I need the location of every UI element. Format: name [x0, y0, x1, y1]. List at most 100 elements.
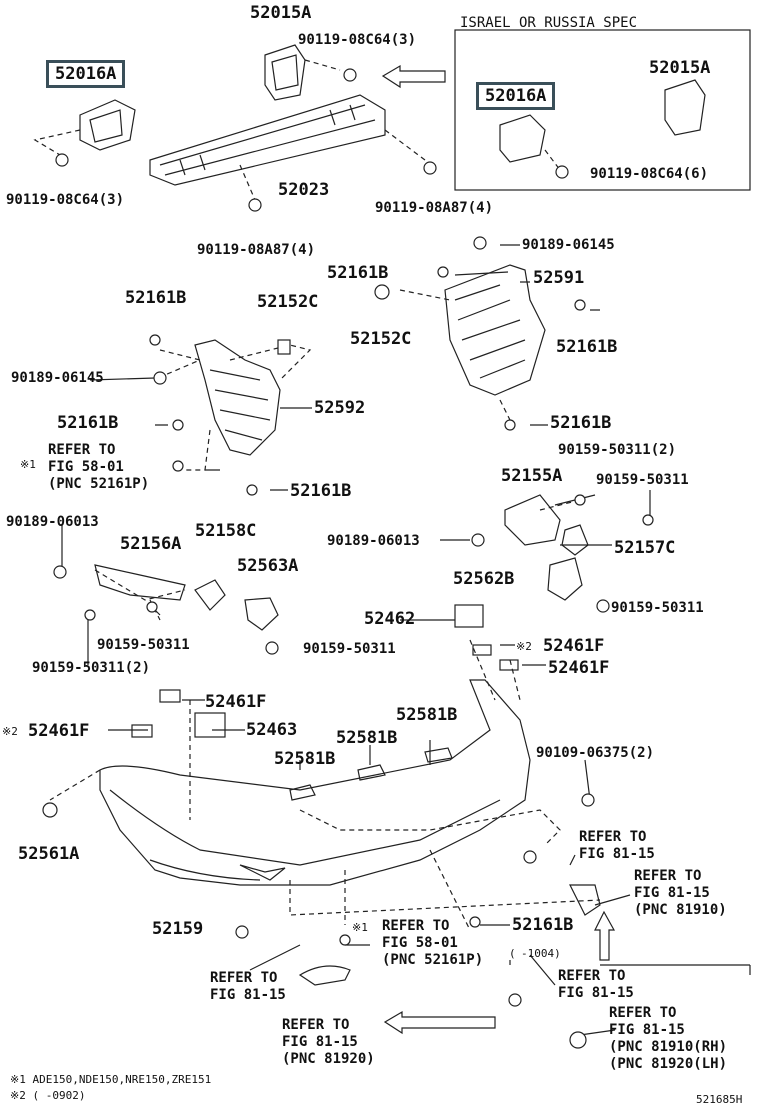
part-52561A: 52561A — [18, 844, 80, 864]
part-90119-08A87-4-right: 90119-08A87(4) — [375, 200, 494, 216]
pad-52463 — [194, 712, 226, 738]
fastener-icon — [555, 165, 569, 179]
clip-icon — [172, 460, 184, 472]
part-90119-08C64-3-left: 90119-08C64(3) — [6, 192, 125, 208]
part-52461F-a: 52461F — [205, 692, 267, 712]
lamp-81910 — [569, 884, 601, 916]
fastener-icon — [248, 198, 262, 212]
support-52157C — [561, 524, 589, 556]
part-52581B-c: 52581B — [396, 705, 458, 725]
note-refer-81-15-c: REFER TO FIG 81-15 — [210, 970, 286, 1003]
arrow-up-icon — [594, 910, 616, 961]
pad-52462 — [454, 604, 484, 628]
spec-box-title: ISRAEL OR RUSSIA SPEC — [460, 15, 638, 31]
support-52156A — [94, 564, 186, 601]
part-52461F-b: 52461F — [543, 636, 605, 656]
bracket-52015A — [264, 44, 306, 101]
pad-52461F-a — [159, 689, 181, 703]
part-52152C-right: 52152C — [350, 329, 412, 349]
part-52159: 52159 — [152, 919, 204, 939]
part-52016A-highlight: 52016A — [46, 60, 126, 88]
fastener-icon — [508, 993, 522, 1007]
part-52462: 52462 — [364, 609, 416, 629]
fastener-icon — [473, 236, 487, 250]
pad-52461F-d — [131, 724, 153, 738]
clip-icon — [339, 934, 351, 946]
part-52152C-left: 52152C — [257, 292, 319, 312]
part-90159-50311-b: 90159-50311 — [611, 600, 704, 616]
part-52592: 52592 — [314, 398, 366, 418]
retainer-52592 — [194, 339, 281, 456]
part-52161B-r3: 52161B — [550, 413, 612, 433]
part-52016A-spec-highlight: 52016A — [476, 82, 556, 110]
clip-icon — [574, 299, 586, 311]
support-52158C — [194, 579, 226, 611]
seal-52562B — [547, 557, 583, 601]
part-52161B-r1: 52161B — [327, 263, 389, 283]
fastener-icon — [596, 599, 610, 613]
part-52015A-top: 52015A — [250, 3, 312, 23]
part-90159-50311-a: 90159-50311 — [596, 472, 689, 488]
fastener-icon — [581, 793, 595, 807]
fastener-icon — [423, 161, 437, 175]
note-refer-58-01-a: REFER TO FIG 58-01 (PNC 52161P) — [48, 442, 150, 492]
pad-52461F-b — [472, 644, 492, 656]
arrow-left-icon — [381, 64, 446, 89]
clip-icon — [437, 266, 449, 278]
part-52161B-l3: 52161B — [290, 481, 352, 501]
bracket-52016A-spec — [499, 114, 546, 163]
clip-icon — [172, 419, 184, 431]
note-refer-81-15-a: REFER TO FIG 81-15 — [579, 829, 655, 862]
clip-icon — [246, 484, 258, 496]
pad-52461F-c — [499, 659, 519, 671]
reflector-52581B-c — [424, 747, 453, 763]
note-refer-81-15-b: REFER TO FIG 81-15 (PNC 81910) — [634, 868, 727, 918]
fastener-icon — [235, 925, 249, 939]
reflector-52581B-a — [289, 784, 316, 801]
fastener-icon — [153, 371, 167, 385]
fastener-icon — [84, 609, 96, 621]
part-52155A: 52155A — [501, 466, 563, 486]
bracket-52015A-spec — [664, 79, 706, 136]
lamp-81920 — [298, 965, 351, 986]
retainer-52591 — [444, 264, 546, 396]
bracket-52016A — [79, 99, 136, 151]
mark-1-b: ※1 — [352, 921, 368, 934]
fastener-icon — [574, 494, 586, 506]
part-52563A: 52563A — [237, 556, 299, 576]
spec-box-frame — [454, 29, 751, 191]
part-52463: 52463 — [246, 720, 298, 740]
clip-icon — [42, 802, 58, 818]
date-range-note: -1004) — [521, 947, 561, 960]
nut-icon — [277, 339, 291, 355]
nut-icon — [374, 284, 390, 300]
arrow-left-icon-2 — [383, 1010, 496, 1035]
fastener-icon — [343, 68, 357, 82]
part-90119-08C64-6: 90119-08C64(6) — [590, 166, 709, 182]
part-52161B-r2: 52161B — [556, 337, 618, 357]
mark-1-a: ※1 — [20, 458, 36, 471]
mark-2-b: ※2 — [2, 725, 18, 738]
fastener-icon — [265, 641, 279, 655]
footnote-2: ※2 ( -0902) — [10, 1089, 86, 1102]
part-52461F-d: 52461F — [28, 721, 90, 741]
part-52591: 52591 — [533, 268, 585, 288]
part-52023: 52023 — [278, 180, 330, 200]
part-52581B-b: 52581B — [336, 728, 398, 748]
part-52161B-l2: 52161B — [57, 413, 119, 433]
part-90119-08A87-4-bottom: 90119-08A87(4) — [197, 242, 316, 258]
part-90159-50311-2-a: 90159-50311(2) — [558, 442, 677, 458]
part-52015A-spec: 52015A — [649, 58, 711, 78]
clip-icon — [504, 419, 516, 431]
part-52161B-l1: 52161B — [125, 288, 187, 308]
part-52158C: 52158C — [195, 521, 257, 541]
note-refer-81-15-d: REFER TO FIG 81-15 (PNC 81920) — [282, 1017, 375, 1067]
seal-52563A — [244, 597, 279, 631]
clip-icon — [469, 916, 481, 928]
note-refer-81-15-e: REFER TO FIG 81-15 — [558, 968, 634, 1001]
part-52157C: 52157C — [614, 538, 676, 558]
note-refer-81-15-f: REFER TO FIG 81-15 (PNC 81910(RH) (PNC 8… — [609, 1005, 728, 1072]
part-90159-50311-d: 90159-50311 — [303, 641, 396, 657]
